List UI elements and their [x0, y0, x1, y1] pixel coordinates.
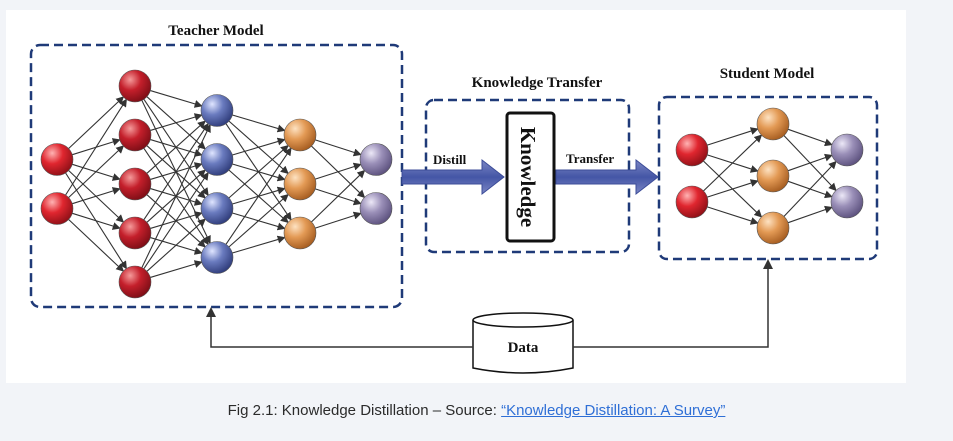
teacher-edge	[228, 193, 289, 248]
student-model-box	[657, 95, 879, 261]
student-node-purple	[830, 133, 864, 167]
data-to-student-line	[573, 259, 773, 348]
teacher-node-red	[40, 143, 74, 176]
student-node-orange	[756, 159, 790, 193]
teacher-node-darkred	[118, 69, 152, 103]
transfer-arrow	[555, 158, 659, 196]
teacher-edge	[68, 96, 125, 149]
teacher-node-purple	[359, 143, 393, 176]
knowledge-distillation-diagram: Teacher Model Knowledge Transfer Student…	[29, 23, 879, 374]
data-to-teacher-line	[206, 307, 473, 348]
teacher-node-blue	[200, 94, 234, 127]
teacher-edge	[146, 120, 206, 174]
teacher-node-darkred	[118, 265, 152, 299]
student-edge	[783, 160, 837, 217]
student-edge	[707, 179, 759, 198]
teacher-edge	[315, 211, 362, 229]
teacher-edge	[143, 171, 209, 270]
teacher-node-blue	[200, 143, 234, 176]
teacher-edge	[228, 144, 289, 199]
teacher-model-title: Teacher Model	[168, 23, 263, 39]
distill-label: Distill	[433, 152, 467, 167]
data-cylinder	[472, 312, 574, 374]
data-label: Data	[508, 340, 539, 356]
student-edge	[787, 128, 833, 147]
distill-arrow	[401, 158, 505, 196]
teacher-edge	[311, 169, 366, 223]
teacher-node-blue	[200, 192, 234, 225]
teacher-node-red	[40, 192, 74, 225]
teacher-node-darkred	[118, 167, 152, 201]
teacher-edge	[68, 219, 125, 272]
student-edge	[703, 134, 763, 192]
teacher-edge	[315, 139, 362, 157]
student-node-orange	[756, 107, 790, 141]
teacher-edge	[150, 90, 203, 108]
figure: Teacher Model Knowledge Transfer Student…	[6, 10, 906, 383]
teacher-node-purple	[359, 192, 393, 225]
teacher-edge	[150, 113, 203, 131]
knowledge-transfer-title: Knowledge Transfer	[472, 75, 603, 91]
teacher-network-edges	[65, 90, 366, 278]
student-node-red	[675, 185, 709, 219]
transfer-label: Transfer	[566, 151, 614, 166]
teacher-edge	[72, 212, 121, 230]
teacher-node-orange	[283, 167, 317, 201]
teacher-model-box	[29, 43, 404, 309]
student-edge	[787, 153, 833, 172]
caption-text: Fig 2.1: Knowledge Distillation – Source…	[227, 402, 502, 419]
student-node-orange	[756, 211, 790, 245]
teacher-edge	[232, 137, 286, 156]
student-network-edges	[703, 127, 837, 225]
teacher-edge	[68, 145, 125, 198]
teacher-edge	[141, 124, 211, 268]
teacher-edge	[232, 114, 286, 133]
teacher-edge	[65, 98, 127, 196]
teacher-edge	[225, 147, 292, 245]
student-edge	[707, 127, 759, 146]
knowledge-label: Knowledge	[516, 127, 540, 227]
teacher-node-orange	[283, 216, 317, 250]
teacher-node-darkred	[118, 216, 152, 250]
teacher-edge	[315, 162, 362, 180]
teacher-node-orange	[283, 118, 317, 152]
student-node-red	[675, 133, 709, 167]
student-edge	[707, 206, 759, 225]
caption-source-link[interactable]: “Knowledge Distillation: A Survey”	[501, 402, 726, 419]
figure-caption: Fig 2.1: Knowledge Distillation – Source…	[0, 402, 953, 419]
teacher-network-nodes	[40, 69, 393, 299]
student-edge	[787, 205, 833, 224]
knowledge-box	[505, 111, 556, 243]
teacher-edge	[146, 218, 206, 272]
teacher-edge	[232, 235, 286, 254]
teacher-node-darkred	[118, 118, 152, 152]
teacher-edge	[150, 260, 203, 278]
student-model-title: Student Model	[720, 66, 815, 82]
teacher-edge	[72, 187, 121, 205]
student-node-purple	[830, 185, 864, 219]
student-network-nodes	[675, 107, 864, 245]
teacher-node-blue	[200, 241, 234, 274]
teacher-edge	[143, 122, 209, 221]
